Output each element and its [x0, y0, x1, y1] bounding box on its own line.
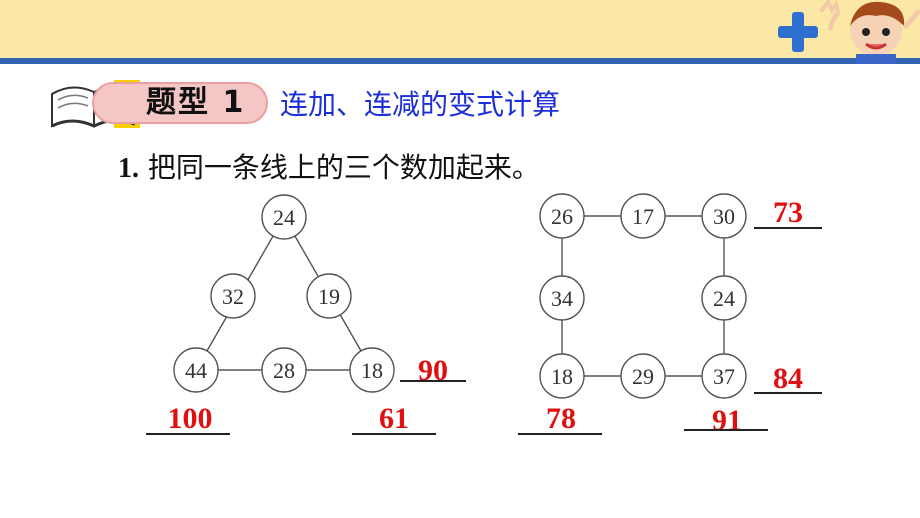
- triangle-node: 19: [306, 273, 352, 319]
- square-node: 24: [701, 275, 747, 321]
- svg-text:19: 19: [318, 284, 340, 309]
- answer-blank: [518, 433, 602, 435]
- svg-text:34: 34: [551, 286, 573, 311]
- answer-square-bottom: 91: [712, 404, 742, 437]
- plus-sign-icon: [778, 12, 818, 52]
- svg-text:18: 18: [551, 364, 573, 389]
- triangle-node: 24: [261, 194, 307, 240]
- answer-triangle-left: 100: [167, 402, 213, 435]
- square-node: 17: [620, 193, 666, 239]
- svg-text:28: 28: [273, 358, 295, 383]
- svg-text:24: 24: [273, 205, 295, 230]
- answer-triangle-right: 61: [379, 402, 409, 435]
- triangle-node: 32: [210, 273, 256, 319]
- answer-square-right: 84: [773, 362, 803, 395]
- svg-text:17: 17: [632, 204, 654, 229]
- square-node: 18: [539, 353, 585, 399]
- square-diagram: [561, 215, 725, 377]
- svg-text:32: 32: [222, 284, 244, 309]
- square-node: 37: [701, 353, 747, 399]
- svg-text:37: 37: [713, 364, 735, 389]
- question-number-separator: .: [132, 153, 139, 184]
- square-node: 29: [620, 353, 666, 399]
- answer-blank: [400, 380, 466, 382]
- square-node: 34: [539, 275, 585, 321]
- triangle-node: 28: [261, 347, 307, 393]
- header-divider: [0, 58, 920, 64]
- question-number: 1: [118, 153, 132, 184]
- svg-text:18: 18: [361, 358, 383, 383]
- answer-square-top: 73: [773, 196, 803, 229]
- topic-title: 连加、连减的变式计算: [280, 88, 561, 121]
- triangle-node: 18: [349, 347, 395, 393]
- answer-blank: [684, 429, 768, 431]
- svg-text:26: 26: [551, 204, 573, 229]
- triangle-node: 44: [173, 347, 219, 393]
- boy-mascot-icon: [778, 0, 920, 64]
- question-line: 1. 把同一条线上的三个数加起来。: [118, 150, 540, 186]
- square-node: 30: [701, 193, 747, 239]
- svg-text:44: 44: [185, 358, 207, 383]
- square-node: 26: [539, 193, 585, 239]
- svg-text:29: 29: [632, 364, 654, 389]
- answer-blank: [754, 227, 822, 229]
- answer-square-left: 78: [546, 402, 576, 435]
- answer-blank: [352, 433, 436, 435]
- question-text: 把同一条线上的三个数加起来。: [147, 151, 540, 184]
- answer-blank: [754, 392, 822, 394]
- answer-triangle-bottom: 90: [418, 354, 448, 387]
- header-band: [0, 0, 920, 58]
- topic-badge: [92, 82, 268, 124]
- svg-text:30: 30: [713, 204, 735, 229]
- svg-text:24: 24: [713, 286, 735, 311]
- answer-blank: [146, 433, 230, 435]
- topic-badge-label: 题型 1: [146, 85, 246, 120]
